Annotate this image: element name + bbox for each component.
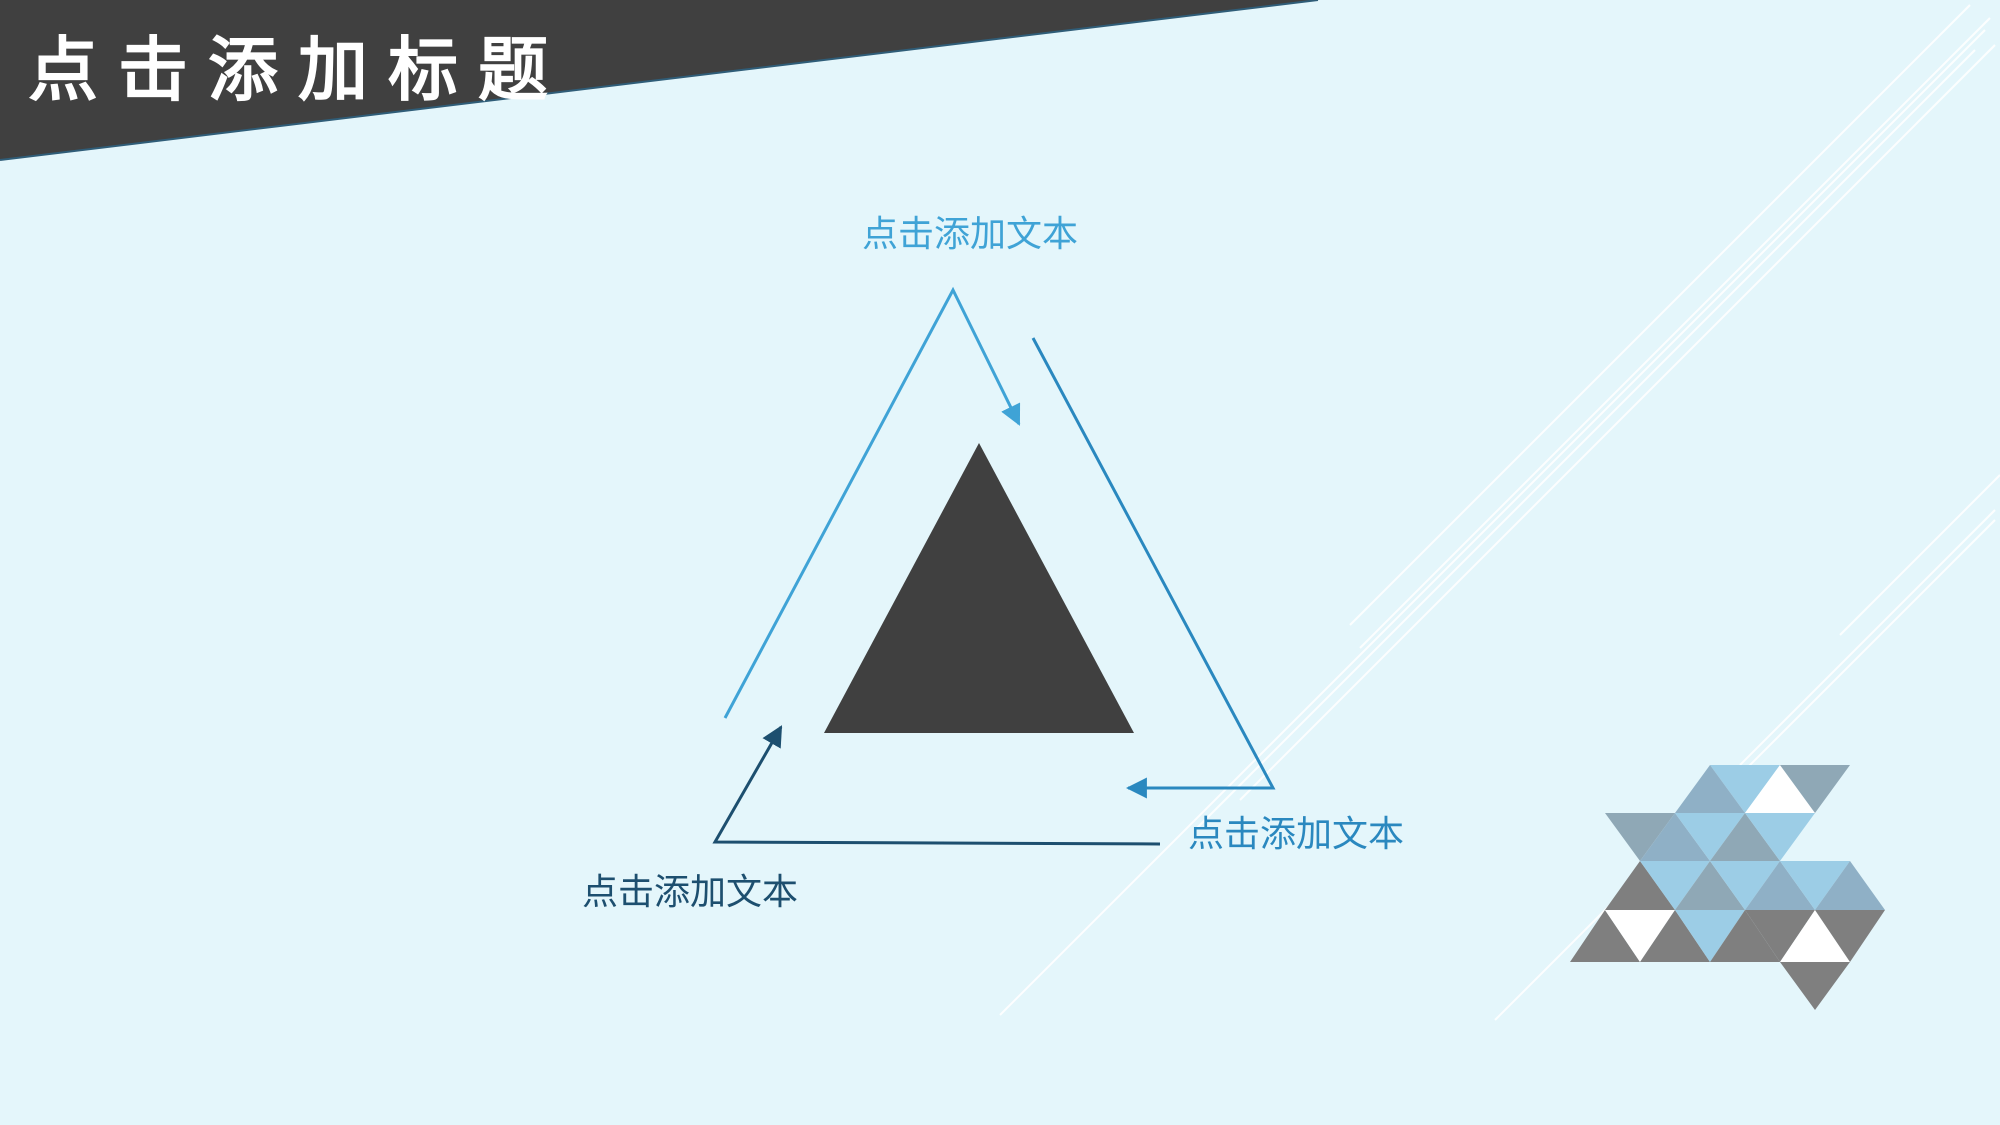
arrow-bottom bbox=[712, 725, 1161, 846]
label-top[interactable]: 点击添加文本 bbox=[862, 214, 1079, 255]
arrow-top bbox=[723, 286, 1021, 719]
title-band-edge bbox=[0, 0, 1319, 161]
center-triangle-icon bbox=[824, 443, 1134, 733]
cycle-diagram bbox=[712, 286, 1276, 846]
slide-title[interactable]: 点击添加标题 bbox=[28, 29, 568, 111]
triangle-mosaic bbox=[1570, 765, 1885, 1010]
label-bottom-left[interactable]: 点击添加文本 bbox=[582, 872, 799, 913]
label-right[interactable]: 点击添加文本 bbox=[1188, 814, 1405, 855]
arrow-right bbox=[1031, 337, 1276, 799]
decorative-diagonal-lines bbox=[999, 4, 2000, 1021]
